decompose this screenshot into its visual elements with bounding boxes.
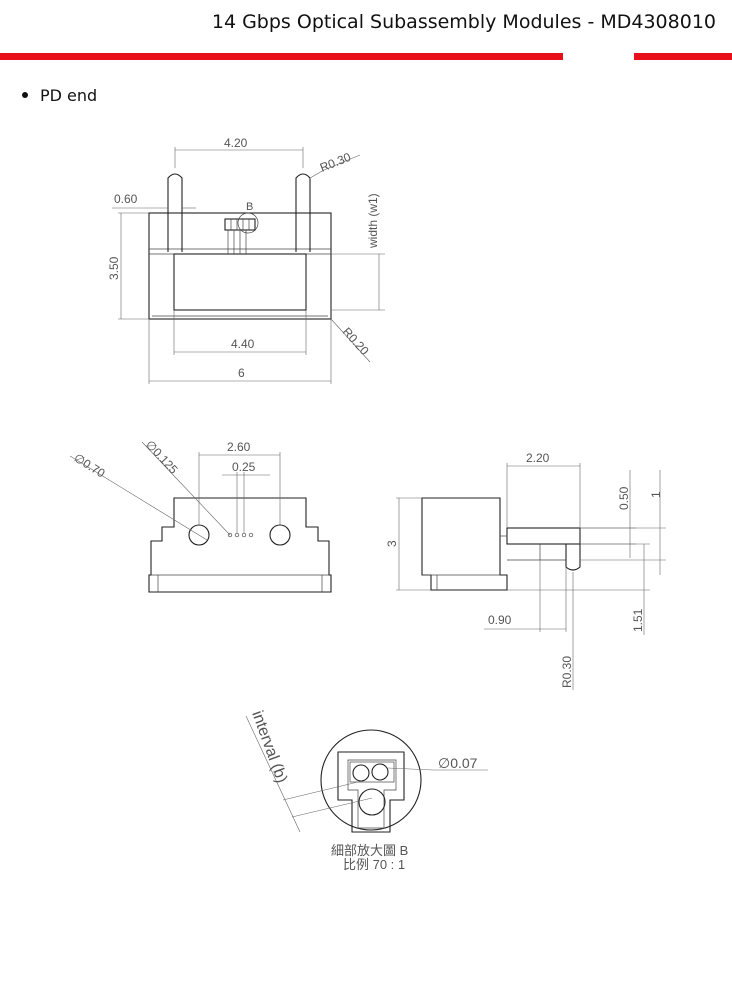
dim-height: 3.50 <box>107 256 121 280</box>
dim-width-w1: width (w1) <box>366 193 380 249</box>
detail-pad-center <box>358 788 386 816</box>
detail-pad-right <box>371 763 389 781</box>
side-view-body <box>421 497 508 591</box>
side-view: 2.20 3 0.50 1 1.51 0.90 R0.30 <box>385 451 666 690</box>
top-view-window <box>173 253 307 311</box>
front-view-body <box>148 497 332 593</box>
top-view-pin-right <box>295 173 311 252</box>
detail-b-circle <box>237 212 259 234</box>
detail-view-b: interval (b) ∅0.07 細部放大圖 B 比例 70 : 1 <box>245 709 488 872</box>
detail-caption-line2: 比例 70 : 1 <box>343 857 405 872</box>
top-view: B 4.20 R0.30 0.60 3.50 width (w1) 4.40 R… <box>107 136 385 384</box>
side-view-pin <box>506 527 581 545</box>
dim-side-height: 3 <box>385 540 399 547</box>
detail-view-circle <box>320 729 422 831</box>
detail-pad-left <box>352 764 370 782</box>
dim-window-width: 4.40 <box>231 337 255 351</box>
dim-side-length: 2.20 <box>526 451 550 465</box>
dim-hole-dia: ∅0.70 <box>71 451 107 481</box>
dim-side-b: 1 <box>649 491 663 498</box>
dim-side-d: 1.51 <box>631 608 645 632</box>
dim-pin-radius: R0.30 <box>318 150 353 175</box>
dim-pin-offset: 0.60 <box>114 192 138 206</box>
dim-top-width: 4.20 <box>224 136 248 150</box>
dim-detail-dia: ∅0.07 <box>438 755 478 771</box>
dim-pad-pitch: 0.25 <box>232 460 256 474</box>
detail-marker-b: B <box>246 201 253 213</box>
dim-hole-pitch: 2.60 <box>227 440 251 454</box>
header-accent-bar-right <box>634 53 732 60</box>
front-view: ∅0.70 ∅0.125 2.60 0.25 <box>69 437 332 593</box>
top-view-pin-left <box>167 173 183 252</box>
section-bullet: PD end <box>22 86 97 105</box>
dim-interval: interval (b) <box>248 709 290 786</box>
dim-side-radius: R0.30 <box>560 656 574 688</box>
dim-pad-dia: ∅0.125 <box>143 437 181 476</box>
top-view-body <box>148 212 332 320</box>
page-title: 14 Gbps Optical Subassembly Modules - MD… <box>211 11 716 33</box>
dim-corner-radius: R0.20 <box>340 325 372 358</box>
section-bullet-label: PD end <box>40 86 98 105</box>
dim-side-c: 0.90 <box>488 613 512 627</box>
header-accent-bar-left <box>0 53 563 60</box>
detail-caption-line1: 細部放大圖 B <box>331 843 408 858</box>
dim-total-width: 6 <box>238 366 245 380</box>
front-hole-right <box>269 524 291 546</box>
bullet-dot-icon <box>22 91 28 98</box>
dim-side-a: 0.50 <box>617 486 631 510</box>
